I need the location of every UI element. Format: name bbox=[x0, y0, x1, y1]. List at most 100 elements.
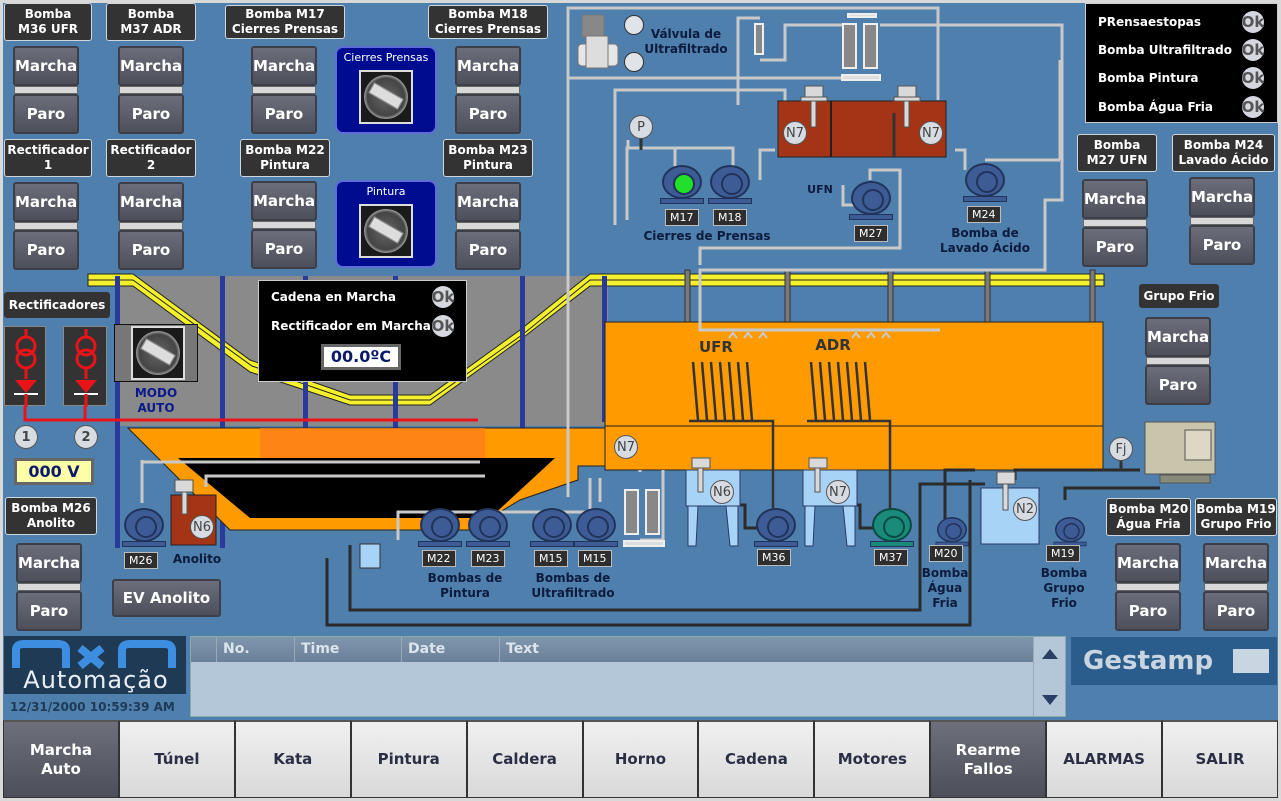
paro-button[interactable]: Paro bbox=[251, 229, 317, 269]
marcha-button[interactable]: Marcha bbox=[13, 46, 79, 86]
marcha-button[interactable]: Marcha bbox=[251, 46, 317, 86]
motor-label-m22: M22 bbox=[422, 550, 456, 567]
paro-button[interactable]: Paro bbox=[455, 230, 521, 270]
ok-indicator: Ok bbox=[1241, 67, 1265, 89]
motor-m15a-icon[interactable] bbox=[530, 508, 574, 548]
motor-label-m24: M24 bbox=[967, 206, 1001, 223]
paro-button[interactable]: Paro bbox=[118, 94, 184, 134]
tab-caldera[interactable]: Caldera bbox=[466, 720, 583, 798]
motor-m15b-icon[interactable] bbox=[574, 508, 618, 548]
label-rect2: Rectificador 2 bbox=[106, 139, 196, 177]
label-m27: Bomba M27 UFN bbox=[1077, 134, 1157, 172]
paro-button[interactable]: Paro bbox=[1115, 591, 1181, 631]
tab-marcha-auto[interactable]: Marcha Auto bbox=[3, 720, 119, 798]
marcha-button[interactable]: Marcha bbox=[251, 181, 317, 221]
marcha-button[interactable]: Marcha bbox=[1082, 179, 1148, 219]
ultrafiltrado-caption: Bombas de Ultrafiltrado bbox=[531, 571, 615, 600]
marcha-button[interactable]: Marcha bbox=[1145, 317, 1211, 357]
marcha-button[interactable]: Marcha bbox=[455, 182, 521, 222]
scroll-up-icon[interactable] bbox=[1042, 649, 1058, 659]
status-row: Bomba Água Fria bbox=[1098, 100, 1213, 114]
selector-pintura[interactable]: Pintura bbox=[335, 180, 437, 268]
scroll-down-icon[interactable] bbox=[1042, 695, 1058, 705]
modo-auto-label: MODO AUTO bbox=[134, 386, 178, 415]
tab-cadena[interactable]: Cadena bbox=[698, 720, 815, 798]
label-m22: Bomba M22 Pintura bbox=[240, 139, 330, 177]
motor-m22-icon[interactable] bbox=[418, 508, 462, 548]
control-m19: Marcha Paro bbox=[1203, 543, 1269, 631]
motor-label-m17: M17 bbox=[665, 209, 699, 226]
paro-button[interactable]: Paro bbox=[455, 94, 521, 134]
tab-kata[interactable]: Kata bbox=[234, 720, 351, 798]
motor-m23-icon[interactable] bbox=[466, 508, 510, 548]
motor-m27-icon[interactable] bbox=[849, 181, 893, 221]
motor-m37-icon[interactable] bbox=[870, 508, 914, 548]
paro-button[interactable]: Paro bbox=[118, 230, 184, 270]
marcha-button[interactable]: Marcha bbox=[118, 46, 184, 86]
motor-label-m37: M37 bbox=[874, 549, 908, 566]
tank-badge-n6: N6 bbox=[710, 480, 734, 504]
motor-m20-icon[interactable] bbox=[935, 517, 969, 547]
marcha-button[interactable]: Marcha bbox=[13, 182, 79, 222]
alarm-view[interactable]: No. Time Date Text bbox=[190, 636, 1066, 717]
ev-anolito-button[interactable]: EV Anolito bbox=[112, 579, 221, 617]
paro-button[interactable]: Paro bbox=[1203, 591, 1269, 631]
ok-indicator: Ok bbox=[431, 286, 455, 308]
ok-indicator: Ok bbox=[1241, 39, 1265, 61]
adr-caption: ADR bbox=[815, 336, 851, 354]
paro-button[interactable]: Paro bbox=[1082, 227, 1148, 267]
marcha-button[interactable]: Marcha bbox=[16, 543, 82, 583]
motor-m24-icon[interactable] bbox=[963, 163, 1007, 203]
marcha-button[interactable]: Marcha bbox=[1189, 177, 1255, 217]
paro-button[interactable]: Paro bbox=[251, 94, 317, 134]
tab-motores[interactable]: Motores bbox=[814, 720, 931, 798]
status-bar bbox=[252, 221, 316, 229]
tab-tunel[interactable]: Túnel bbox=[118, 720, 235, 798]
label-m18: Bomba M18 Cierres Prensas bbox=[428, 5, 548, 39]
anolito-caption: Anolito bbox=[172, 552, 222, 566]
gestamp-logo: Gestamp bbox=[1071, 637, 1277, 685]
marcha-button[interactable]: Marcha bbox=[118, 182, 184, 222]
paro-button[interactable]: Paro bbox=[13, 230, 79, 270]
status-row: Rectificador em Marcha bbox=[271, 319, 431, 333]
paint-bath bbox=[178, 458, 555, 518]
control-m23: Marcha Paro bbox=[455, 182, 521, 270]
status-bar bbox=[14, 86, 78, 94]
paro-button[interactable]: Paro bbox=[1189, 225, 1255, 265]
paro-button[interactable]: Paro bbox=[13, 94, 79, 134]
tab-alarmas[interactable]: ALARMAS bbox=[1046, 720, 1163, 798]
tab-rearme-fallos[interactable]: Rearme Fallos bbox=[930, 720, 1047, 798]
motor-m19-icon[interactable] bbox=[1053, 517, 1087, 547]
selector-modo[interactable] bbox=[114, 324, 198, 382]
selector-cierres-prensas[interactable]: Cierres Prensas bbox=[335, 46, 437, 134]
status-bar bbox=[119, 222, 183, 230]
motor-m36-icon[interactable] bbox=[754, 508, 798, 548]
tab-pintura[interactable]: Pintura bbox=[350, 720, 467, 798]
agua-fria-caption: Bomba Água Fria bbox=[921, 566, 969, 610]
status-label: Bomba Ultrafiltrado bbox=[1098, 43, 1232, 57]
cierres-prensas-caption: Cierres de Prensas bbox=[643, 229, 771, 243]
label-m20: Bomba M20 Água Fria bbox=[1106, 498, 1191, 536]
alarm-scrollbar[interactable] bbox=[1033, 637, 1065, 716]
nxn-logo: Automação bbox=[4, 636, 186, 694]
marcha-button[interactable]: Marcha bbox=[455, 46, 521, 86]
tab-horno[interactable]: Horno bbox=[582, 720, 699, 798]
voltage-display: 000 V bbox=[14, 458, 94, 485]
motor-m26-icon[interactable] bbox=[122, 508, 166, 548]
temperature-display: 00.0ºC bbox=[321, 344, 401, 370]
paro-button[interactable]: Paro bbox=[1145, 365, 1211, 405]
spray-racks bbox=[689, 361, 892, 515]
brand-name: Automação bbox=[23, 666, 169, 694]
motor-m17-icon[interactable] bbox=[660, 165, 704, 205]
marcha-button[interactable]: Marcha bbox=[1203, 543, 1269, 583]
tab-salir[interactable]: SALIR bbox=[1162, 720, 1278, 798]
rinse-tanks bbox=[685, 469, 1040, 547]
motor-label-m20: M20 bbox=[929, 545, 963, 562]
control-m27: Marcha Paro bbox=[1082, 179, 1148, 267]
paro-button[interactable]: Paro bbox=[16, 591, 82, 631]
motor-m18-icon[interactable] bbox=[708, 165, 752, 205]
status-bar bbox=[456, 222, 520, 230]
ok-indicator: Ok bbox=[1241, 96, 1265, 118]
marcha-button[interactable]: Marcha bbox=[1115, 543, 1181, 583]
status-bar bbox=[119, 86, 183, 94]
